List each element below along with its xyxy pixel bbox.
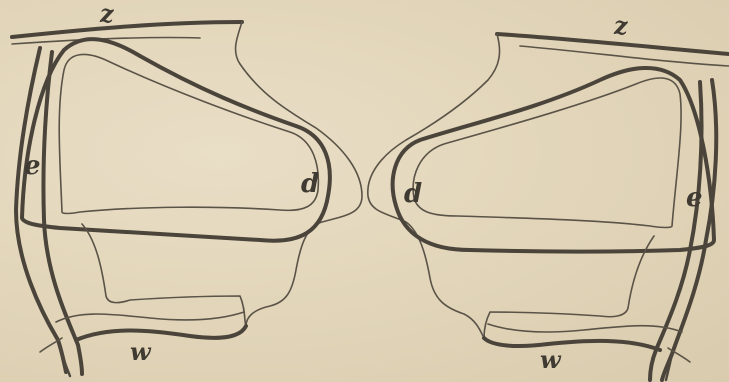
left-top-border — [12, 22, 242, 37]
left-label-e: e — [24, 151, 41, 181]
right-label-w: w — [540, 345, 562, 374]
left-figure — [12, 22, 362, 376]
left-outer-contour — [236, 22, 362, 326]
right-top-border-inner — [520, 46, 729, 66]
right-label-d: d — [404, 179, 422, 209]
left-bottom-contour — [76, 326, 246, 340]
right-outer-wall-2 — [650, 82, 702, 380]
right-outer-contour — [368, 34, 500, 338]
right-label-z: z — [613, 11, 629, 40]
left-label-d: d — [301, 169, 319, 199]
right-outer-wall — [662, 80, 716, 380]
right-cavity-outer — [393, 68, 714, 252]
right-bottom-contour — [484, 338, 660, 350]
left-label-z: z — [99, 0, 115, 28]
left-label-w: w — [130, 337, 152, 366]
right-bottom-contour-inner — [488, 324, 682, 332]
right-top-border — [497, 34, 729, 54]
left-bottom-contour-inner — [56, 312, 244, 322]
left-cavity-inner — [59, 54, 318, 213]
right-label-e: e — [686, 183, 703, 213]
